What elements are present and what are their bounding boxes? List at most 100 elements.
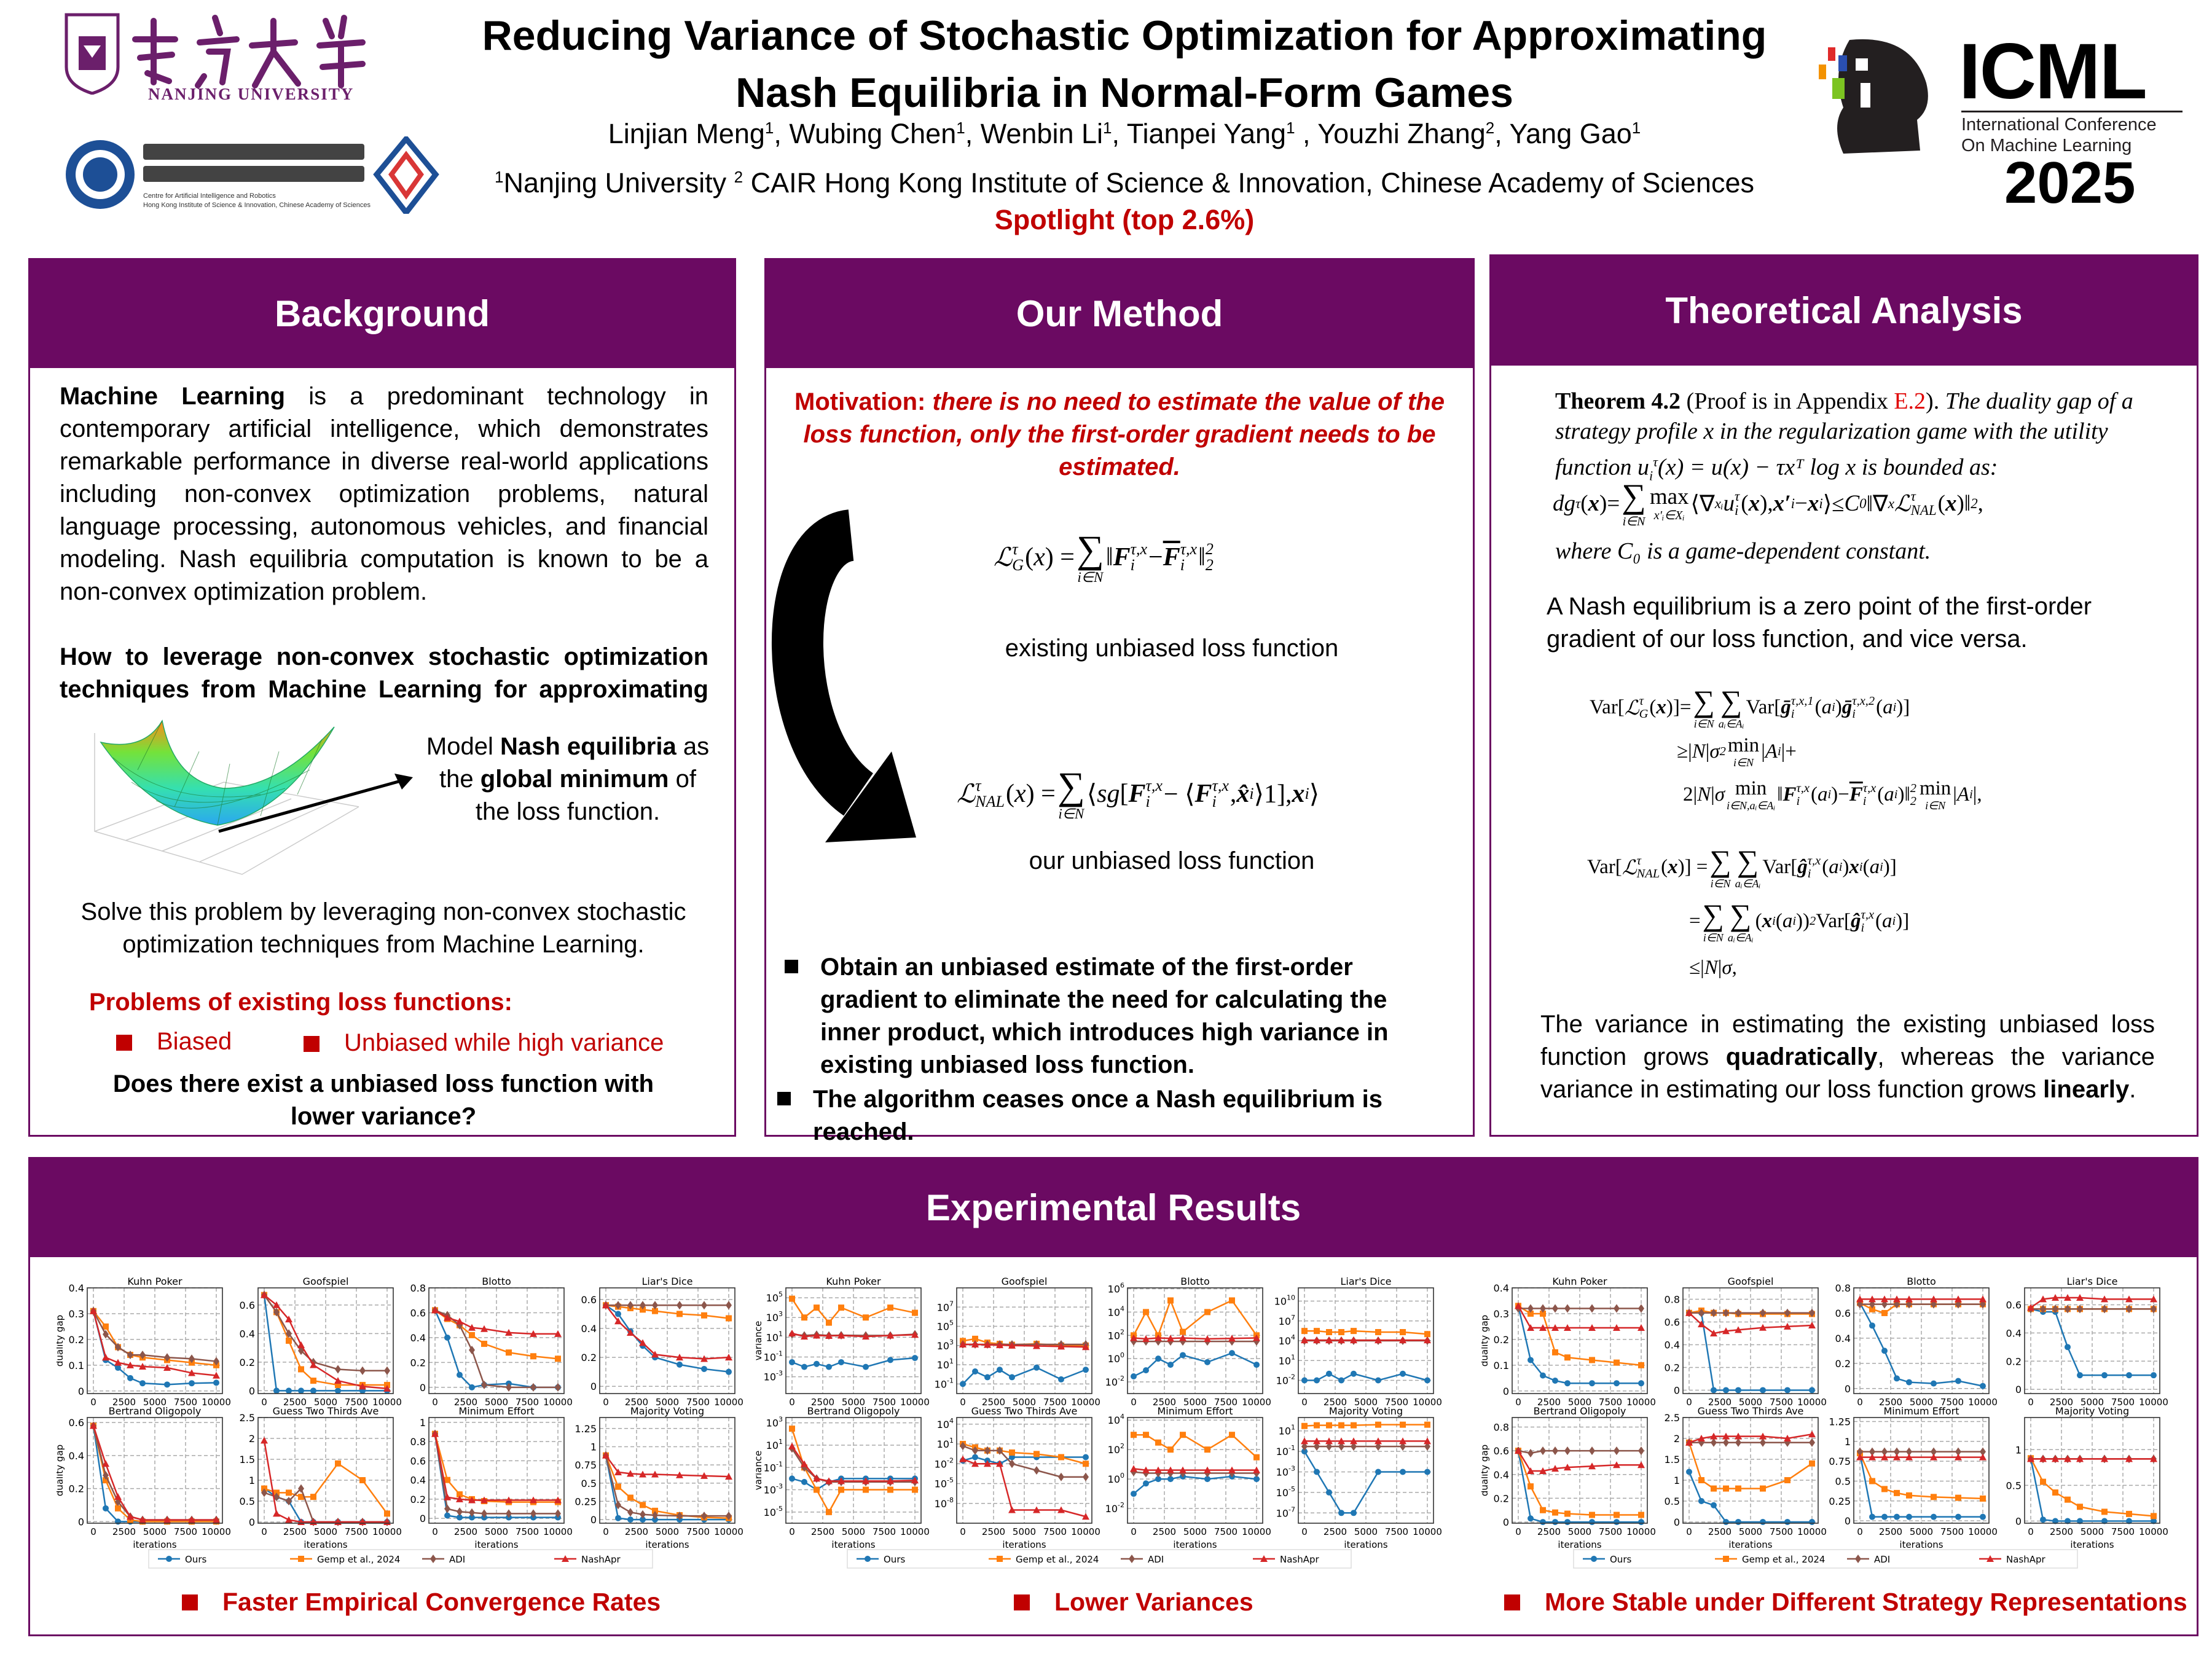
marker-square — [1540, 1507, 1546, 1513]
marker-circle — [310, 1387, 316, 1394]
author-affiliation-number: 2 — [1485, 119, 1495, 137]
series-line-ours — [1303, 1451, 1427, 1514]
caption-stability: More Stable under Different Strategy Rep… — [1504, 1588, 2187, 1617]
x-tick-label: 10000 — [1797, 1397, 1827, 1408]
marker-square — [1564, 1510, 1571, 1517]
marker-circle — [1009, 1454, 1015, 1461]
marker-diamond — [1400, 1442, 1406, 1451]
marker-diamond — [1855, 1555, 1861, 1563]
marker-circle — [1528, 1357, 1534, 1363]
marker-triangle — [1856, 1453, 1864, 1461]
y-tick-label: 0.2 — [410, 1357, 426, 1368]
math-symbol: σ — [1709, 740, 1720, 763]
icml-subtitle-line1: International Conference — [1961, 115, 2157, 135]
math-symbol: ( — [1661, 856, 1668, 879]
y-tick-label: 0.2 — [1665, 1362, 1680, 1373]
marker-circle — [1564, 1380, 1571, 1387]
caption-text: Faster Empirical Convergence Rates — [222, 1588, 661, 1616]
marker-triangle — [261, 1291, 268, 1298]
y-tick-label: 0 — [78, 1386, 84, 1397]
marker-triangle — [213, 1371, 220, 1379]
y-tick-label: 0.8 — [410, 1436, 426, 1448]
math-symbol: ( — [1822, 856, 1829, 879]
marker-circle — [286, 1387, 292, 1394]
marker-circle — [1894, 1513, 1900, 1520]
x-tick-label: 5000 — [1739, 1397, 1762, 1408]
x-tick-label: 10000 — [202, 1397, 231, 1408]
marker-circle — [1564, 1519, 1571, 1526]
marker-diamond — [286, 1496, 292, 1505]
plot-frame — [1127, 1287, 1263, 1394]
marker-square — [1338, 1422, 1344, 1429]
y-tick-label: 10-2 — [1276, 1373, 1295, 1387]
marker-circle — [1155, 1476, 1161, 1483]
marker-square — [1784, 1477, 1790, 1483]
math-symbol: N — [1697, 783, 1711, 806]
marker-triangle — [1710, 1432, 1717, 1440]
research-question: How to leverage non-convex stochastic op… — [60, 643, 708, 703]
math-symbol: , — [1230, 780, 1237, 809]
x-tick-label: 2500 — [2050, 1397, 2073, 1408]
tick-exponent: 4 — [1291, 1333, 1295, 1341]
marker-triangle — [1167, 1335, 1174, 1342]
marker-triangle — [1905, 1295, 1913, 1303]
marker-circle — [1143, 1480, 1149, 1487]
marker-triangle — [1008, 1341, 1016, 1349]
y-tick-label: 104 — [1108, 1413, 1124, 1426]
x-tick-label: 0 — [1301, 1526, 1308, 1537]
marker-square — [1589, 1357, 1595, 1363]
marker-triangle — [530, 1496, 537, 1504]
appendix-link[interactable]: E.2 — [1894, 388, 1926, 414]
math-symbol: Var[ — [1590, 696, 1625, 719]
marker-diamond — [189, 1354, 195, 1363]
math-symbol: ‖ — [1777, 783, 1783, 806]
x-tick-label: 10000 — [1413, 1526, 1442, 1537]
tick-exponent: -2 — [1118, 1375, 1124, 1382]
marker-diamond — [359, 1366, 366, 1375]
marker-triangle — [1979, 1453, 1986, 1461]
marker-circle — [1338, 1510, 1344, 1516]
math-subscript: i — [1861, 920, 1865, 935]
math-symbol: x — [1748, 491, 1760, 517]
marker-diamond — [984, 1446, 990, 1455]
marker-circle — [1809, 1518, 1815, 1525]
author: Tianpei Yang — [1126, 118, 1287, 149]
math-symbol: ( — [1755, 910, 1762, 933]
x-tick-label: 7500 — [1214, 1397, 1237, 1408]
x-tick-label: 10000 — [543, 1397, 573, 1408]
y-tick-label: 0 — [1674, 1384, 1680, 1396]
marker-square — [1589, 1512, 1595, 1518]
math-subscript: NAL — [1910, 502, 1937, 518]
theory-panel: Theoretical Analysis Theorem 4.2 (Proof … — [1489, 254, 2198, 1137]
x-tick-label: 0 — [1131, 1397, 1137, 1408]
math-symbol: ℒ — [1624, 697, 1639, 720]
marker-circle — [1638, 1519, 1644, 1526]
math-symbol: F — [1194, 780, 1212, 809]
marker-circle — [1894, 1375, 1900, 1382]
math-symbol: C — [1844, 491, 1860, 517]
marker-circle — [2065, 1518, 2071, 1524]
marker-square — [286, 1489, 292, 1496]
y-tick-label: 0.5 — [2006, 1480, 2022, 1491]
marker-triangle — [651, 1470, 659, 1478]
marker-circle — [1881, 1513, 1888, 1520]
series-line-nashapr — [791, 1332, 916, 1338]
marker-diamond — [1698, 1308, 1704, 1317]
marker-diamond — [555, 1509, 561, 1518]
marker-triangle — [2150, 1295, 2157, 1303]
marker-circle — [1760, 1518, 1766, 1525]
marker-triangle — [285, 1516, 292, 1523]
tick-exponent: 6 — [1120, 1282, 1124, 1290]
marker-triangle — [911, 1477, 919, 1484]
plot-frame — [2024, 1417, 2160, 1524]
series-line-gemp-et-al-2024 — [92, 1426, 216, 1523]
sum-symbol: ∑ — [1702, 898, 1724, 932]
marker-diamond — [1375, 1442, 1381, 1451]
x-tick-label: 7500 — [1043, 1526, 1067, 1537]
